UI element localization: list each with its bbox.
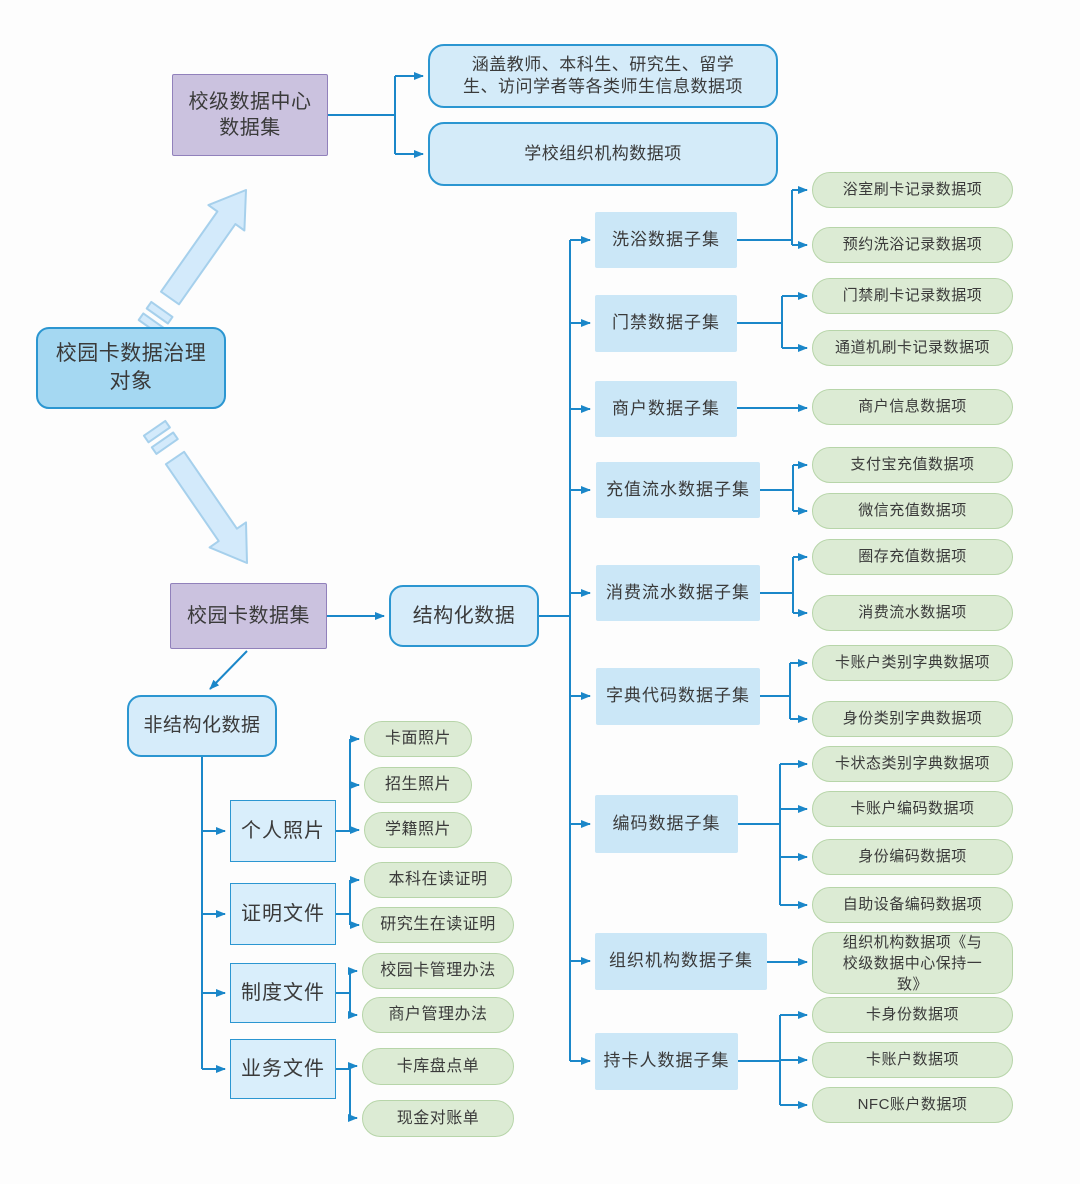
node-school-data-center-dataset: 校级数据中心数据集 — [172, 74, 328, 156]
subset-item-pill: 预约洗浴记录数据项 — [812, 227, 1013, 263]
subset-cardholder: 持卡人数据子集 — [595, 1033, 738, 1090]
category-business-docs: 业务文件 — [230, 1039, 336, 1099]
flow-arrow-up — [137, 189, 247, 336]
subset-access-control: 门禁数据子集 — [595, 295, 737, 352]
subset-item-pill: 卡账户编码数据项 — [812, 791, 1013, 827]
subset-item-pill: 身份编码数据项 — [812, 839, 1013, 875]
node-structured-data: 结构化数据 — [389, 585, 539, 647]
doc-item-pill: 商户管理办法 — [362, 997, 514, 1033]
node-school-org-item: 学校组织机构数据项 — [428, 122, 778, 186]
category-personal-photos: 个人照片 — [230, 800, 336, 862]
doc-item-pill: 招生照片 — [364, 767, 472, 803]
node-unstructured-data: 非结构化数据 — [127, 695, 277, 757]
subset-item-pill: 门禁刷卡记录数据项 — [812, 278, 1013, 314]
subset-item-pill: 组织机构数据项《与校级数据中心保持一致》 — [812, 932, 1013, 994]
subset-item-pill: NFC账户数据项 — [812, 1087, 1013, 1123]
node-governance-object: 校园卡数据治理对象 — [36, 327, 226, 409]
doc-item-pill: 研究生在读证明 — [362, 907, 514, 943]
subset-bathing: 洗浴数据子集 — [595, 212, 737, 268]
subset-item-pill: 卡状态类别字典数据项 — [812, 746, 1013, 782]
flow-arrow-down — [142, 419, 248, 564]
node-teacher-student-info-item: 涵盖教师、本科生、研究生、留学生、访问学者等各类师生信息数据项 — [428, 44, 778, 108]
node-campus-card-dataset: 校园卡数据集 — [170, 583, 327, 649]
subset-item-pill: 卡账户类别字典数据项 — [812, 645, 1013, 681]
subset-merchant: 商户数据子集 — [595, 381, 737, 437]
subset-item-pill: 支付宝充值数据项 — [812, 447, 1013, 483]
subset-recharge-flow: 充值流水数据子集 — [596, 462, 760, 518]
subset-item-pill: 消费流水数据项 — [812, 595, 1013, 631]
subset-dictionary-code: 字典代码数据子集 — [596, 668, 760, 725]
category-policies: 制度文件 — [230, 963, 336, 1023]
subset-organization: 组织机构数据子集 — [595, 933, 767, 990]
doc-item-pill: 本科在读证明 — [364, 862, 512, 898]
doc-item-pill: 现金对账单 — [362, 1100, 514, 1137]
subset-item-pill: 微信充值数据项 — [812, 493, 1013, 529]
subset-item-pill: 自助设备编码数据项 — [812, 887, 1013, 923]
subset-item-pill: 圈存充值数据项 — [812, 539, 1013, 575]
subset-consumption-flow: 消费流水数据子集 — [596, 565, 760, 621]
doc-item-pill: 学籍照片 — [364, 812, 472, 848]
doc-item-pill: 校园卡管理办法 — [362, 953, 514, 989]
category-certificates: 证明文件 — [230, 883, 336, 945]
subset-item-pill: 商户信息数据项 — [812, 389, 1013, 425]
subset-item-pill: 通道机刷卡记录数据项 — [812, 330, 1013, 366]
doc-item-pill: 卡面照片 — [364, 721, 472, 757]
subset-item-pill: 卡身份数据项 — [812, 997, 1013, 1033]
subset-encoding: 编码数据子集 — [595, 795, 738, 853]
subset-item-pill: 身份类别字典数据项 — [812, 701, 1013, 737]
subset-item-pill: 浴室刷卡记录数据项 — [812, 172, 1013, 208]
subset-item-pill: 卡账户数据项 — [812, 1042, 1013, 1078]
doc-item-pill: 卡库盘点单 — [362, 1048, 514, 1085]
